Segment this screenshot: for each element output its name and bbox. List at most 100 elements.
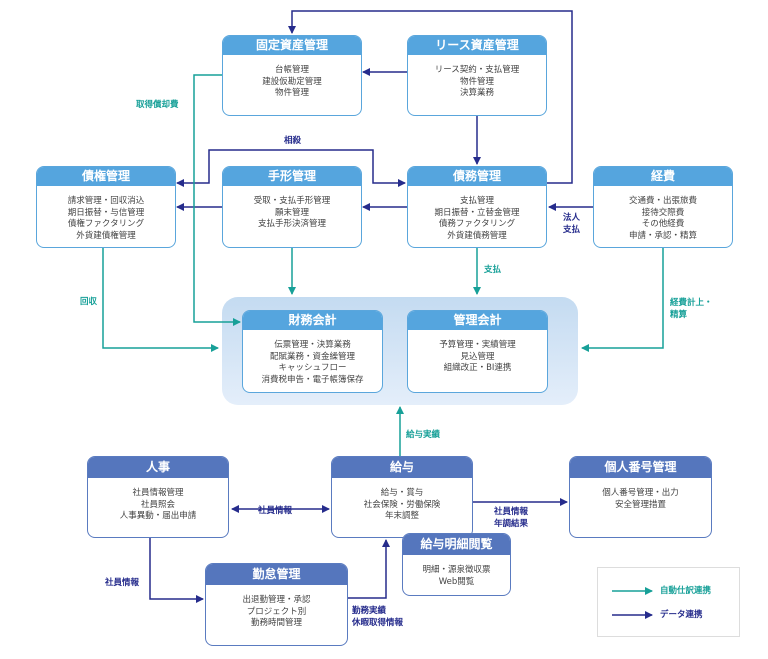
box-fixed-assets: 固定資産管理台帳管理建設仮勘定管理物件管理 [222,35,362,116]
box-item: 願末管理 [274,207,309,218]
box-item: 人事異動・届出申請 [119,511,197,521]
label-payroll-results: 給与実績 [406,430,441,440]
label-line: 休暇取得情報 [352,618,404,628]
box-hr: 人事社員情報管理社員照会人事異動・届出申請 [87,456,229,538]
box-item: 年末調整 [384,511,419,521]
box-title: 手形管理 [223,167,361,186]
box-item: 請求管理・回収消込 [67,196,145,206]
label-employee-info-attendance: 社員情報 [105,578,140,588]
box-title: 債務管理 [408,167,546,186]
label-line: 精算 [670,310,688,320]
label-line: 勤務実績 [352,606,387,616]
box-item: 配賦業務・資金繰管理 [269,351,355,362]
label-offset: 相殺 [284,136,302,146]
box-item: 債務ファクタリング [438,219,516,229]
label-attendance-results: 勤務実績休暇取得情報 [352,605,403,629]
box-item: 申請・承認・精算 [628,230,697,241]
arrow-payables-to-fixed-assets [288,10,573,184]
legend-auto-journal-label: 自動仕訳連携 [660,586,712,596]
box-item: 台帳管理 [274,65,309,75]
box-financial-accounting: 財務会計伝票管理・決算業務配賦業務・資金繰管理キャッシュフロー消費税申告・電子帳… [242,310,383,393]
box-items: 支払管理期日振替・立替金管理債務ファクタリング外貨建債務管理 [408,186,546,242]
box-item: 決算業務 [459,88,494,98]
box-item: 交通費・出張旅費 [628,196,697,206]
box-item: 外貨建債権管理 [76,230,136,241]
label-collection: 回収 [80,297,98,307]
box-item: 期日振替・立替金管理 [434,207,520,218]
box-my-number: 個人番号管理個人番号管理・出力安全管理措置 [569,456,712,538]
box-items: 出退勤管理・承認プロジェクト別勤務時間管理 [206,585,347,630]
box-item: 予算管理・実績管理 [439,340,516,350]
box-item: リース契約・支払管理 [434,65,520,75]
box-payables: 債務管理支払管理期日振替・立替金管理債務ファクタリング外貨建債務管理 [407,166,547,248]
box-items: 伝票管理・決算業務配賦業務・資金繰管理キャッシュフロー消費税申告・電子帳簿保存 [243,330,382,386]
arrow-expenses-to-accounting [581,247,664,352]
box-item: 物件管理 [459,76,494,87]
box-item: 支払手形決済管理 [257,219,326,229]
box-receivables: 債権管理請求管理・回収消込期日振替・与信管理債権ファクタリング外貨建債権管理 [36,166,176,248]
box-item: 見込管理 [460,351,495,362]
label-line: 社員情報 [494,507,529,517]
box-item: 期日振替・与信管理 [67,207,145,218]
box-item: 組織改正・BI連携 [443,363,512,373]
box-item: 支払管理 [459,196,494,206]
box-items: 交通費・出張旅費接待交際費その他経費申請・承認・精算 [594,186,732,242]
box-title: 人事 [88,457,228,478]
box-item: 建設仮勘定管理 [262,76,322,87]
box-lease-assets: リース資産管理リース契約・支払管理物件管理決算業務 [407,35,547,116]
legend [597,567,740,637]
box-title: リース資産管理 [408,36,546,55]
box-attendance: 勤怠管理出退勤管理・承認プロジェクト別勤務時間管理 [205,563,348,646]
box-title: 固定資産管理 [223,36,361,55]
box-title: 管理会計 [408,311,547,330]
box-expenses: 経費交通費・出張旅費接待交際費その他経費申請・承認・精算 [593,166,733,248]
box-item: 物件管理 [274,88,309,98]
box-items: 社員情報管理社員照会人事異動・届出申請 [88,478,228,523]
box-management-accounting: 管理会計予算管理・実績管理見込管理組織改正・BI連携 [407,310,548,393]
box-item: 明細・源泉徴収票 [422,565,491,575]
box-item: 社員情報管理 [132,488,184,498]
box-item: Web閲覧 [438,576,475,587]
box-item: 外貨建債務管理 [447,230,507,241]
box-items: 請求管理・回収消込期日振替・与信管理債権ファクタリング外貨建債権管理 [37,186,175,242]
arrow-receivables-to-financial [102,247,219,352]
box-item: 出退勤管理・承認 [242,595,311,605]
box-item: 給与・賞与 [380,488,424,498]
box-items: 給与・賞与社会保険・労働保険年末調整 [332,478,472,523]
box-item: 受取・支払手形管理 [253,196,331,206]
box-item: 安全管理措置 [614,499,666,510]
box-payroll: 給与給与・賞与社会保険・労働保険年末調整 [331,456,473,538]
arrow-fixed-assets-to-financial [193,74,241,326]
label-line: 年調結果 [494,519,529,529]
box-item: プロジェクト別 [246,606,307,617]
legend-data-link-label: データ連携 [660,610,703,620]
label-acquisition-depreciation: 取得償却費 [136,100,179,110]
box-items: 受取・支払手形管理願末管理支払手形決済管理 [223,186,361,231]
arrow-hr-to-attendance [149,538,204,603]
box-items: 個人番号管理・出力安全管理措置 [570,478,711,511]
box-title: 個人番号管理 [570,457,711,478]
box-title: 財務会計 [243,311,382,330]
box-title: 債権管理 [37,167,175,186]
arrow-attendance-to-payroll [348,539,390,599]
box-title: 経費 [594,167,732,186]
box-item: 勤務時間管理 [250,618,302,628]
box-item: 接待交際費 [641,207,685,218]
box-item: 社員照会 [140,499,175,510]
box-item: 消費税申告・電子帳簿保存 [261,374,364,385]
box-title: 給与明細閲覧 [403,534,510,555]
label-employee-info-hr-payroll: 社員情報 [258,506,293,516]
box-item: 社会保険・労働保険 [363,499,441,510]
box-title: 給与 [332,457,472,478]
label-employee-info-my-number: 社員情報年調結果 [494,506,528,530]
label-expense-booking: 経費計上・精算 [670,297,713,321]
label-line: 経費計上・ [670,298,713,308]
label-line: 支払 [563,225,581,235]
box-item: 債権ファクタリング [67,219,145,229]
box-item: 個人番号管理・出力 [602,488,679,498]
box-item: 伝票管理・決算業務 [274,340,351,350]
arrow-offset [176,149,406,187]
